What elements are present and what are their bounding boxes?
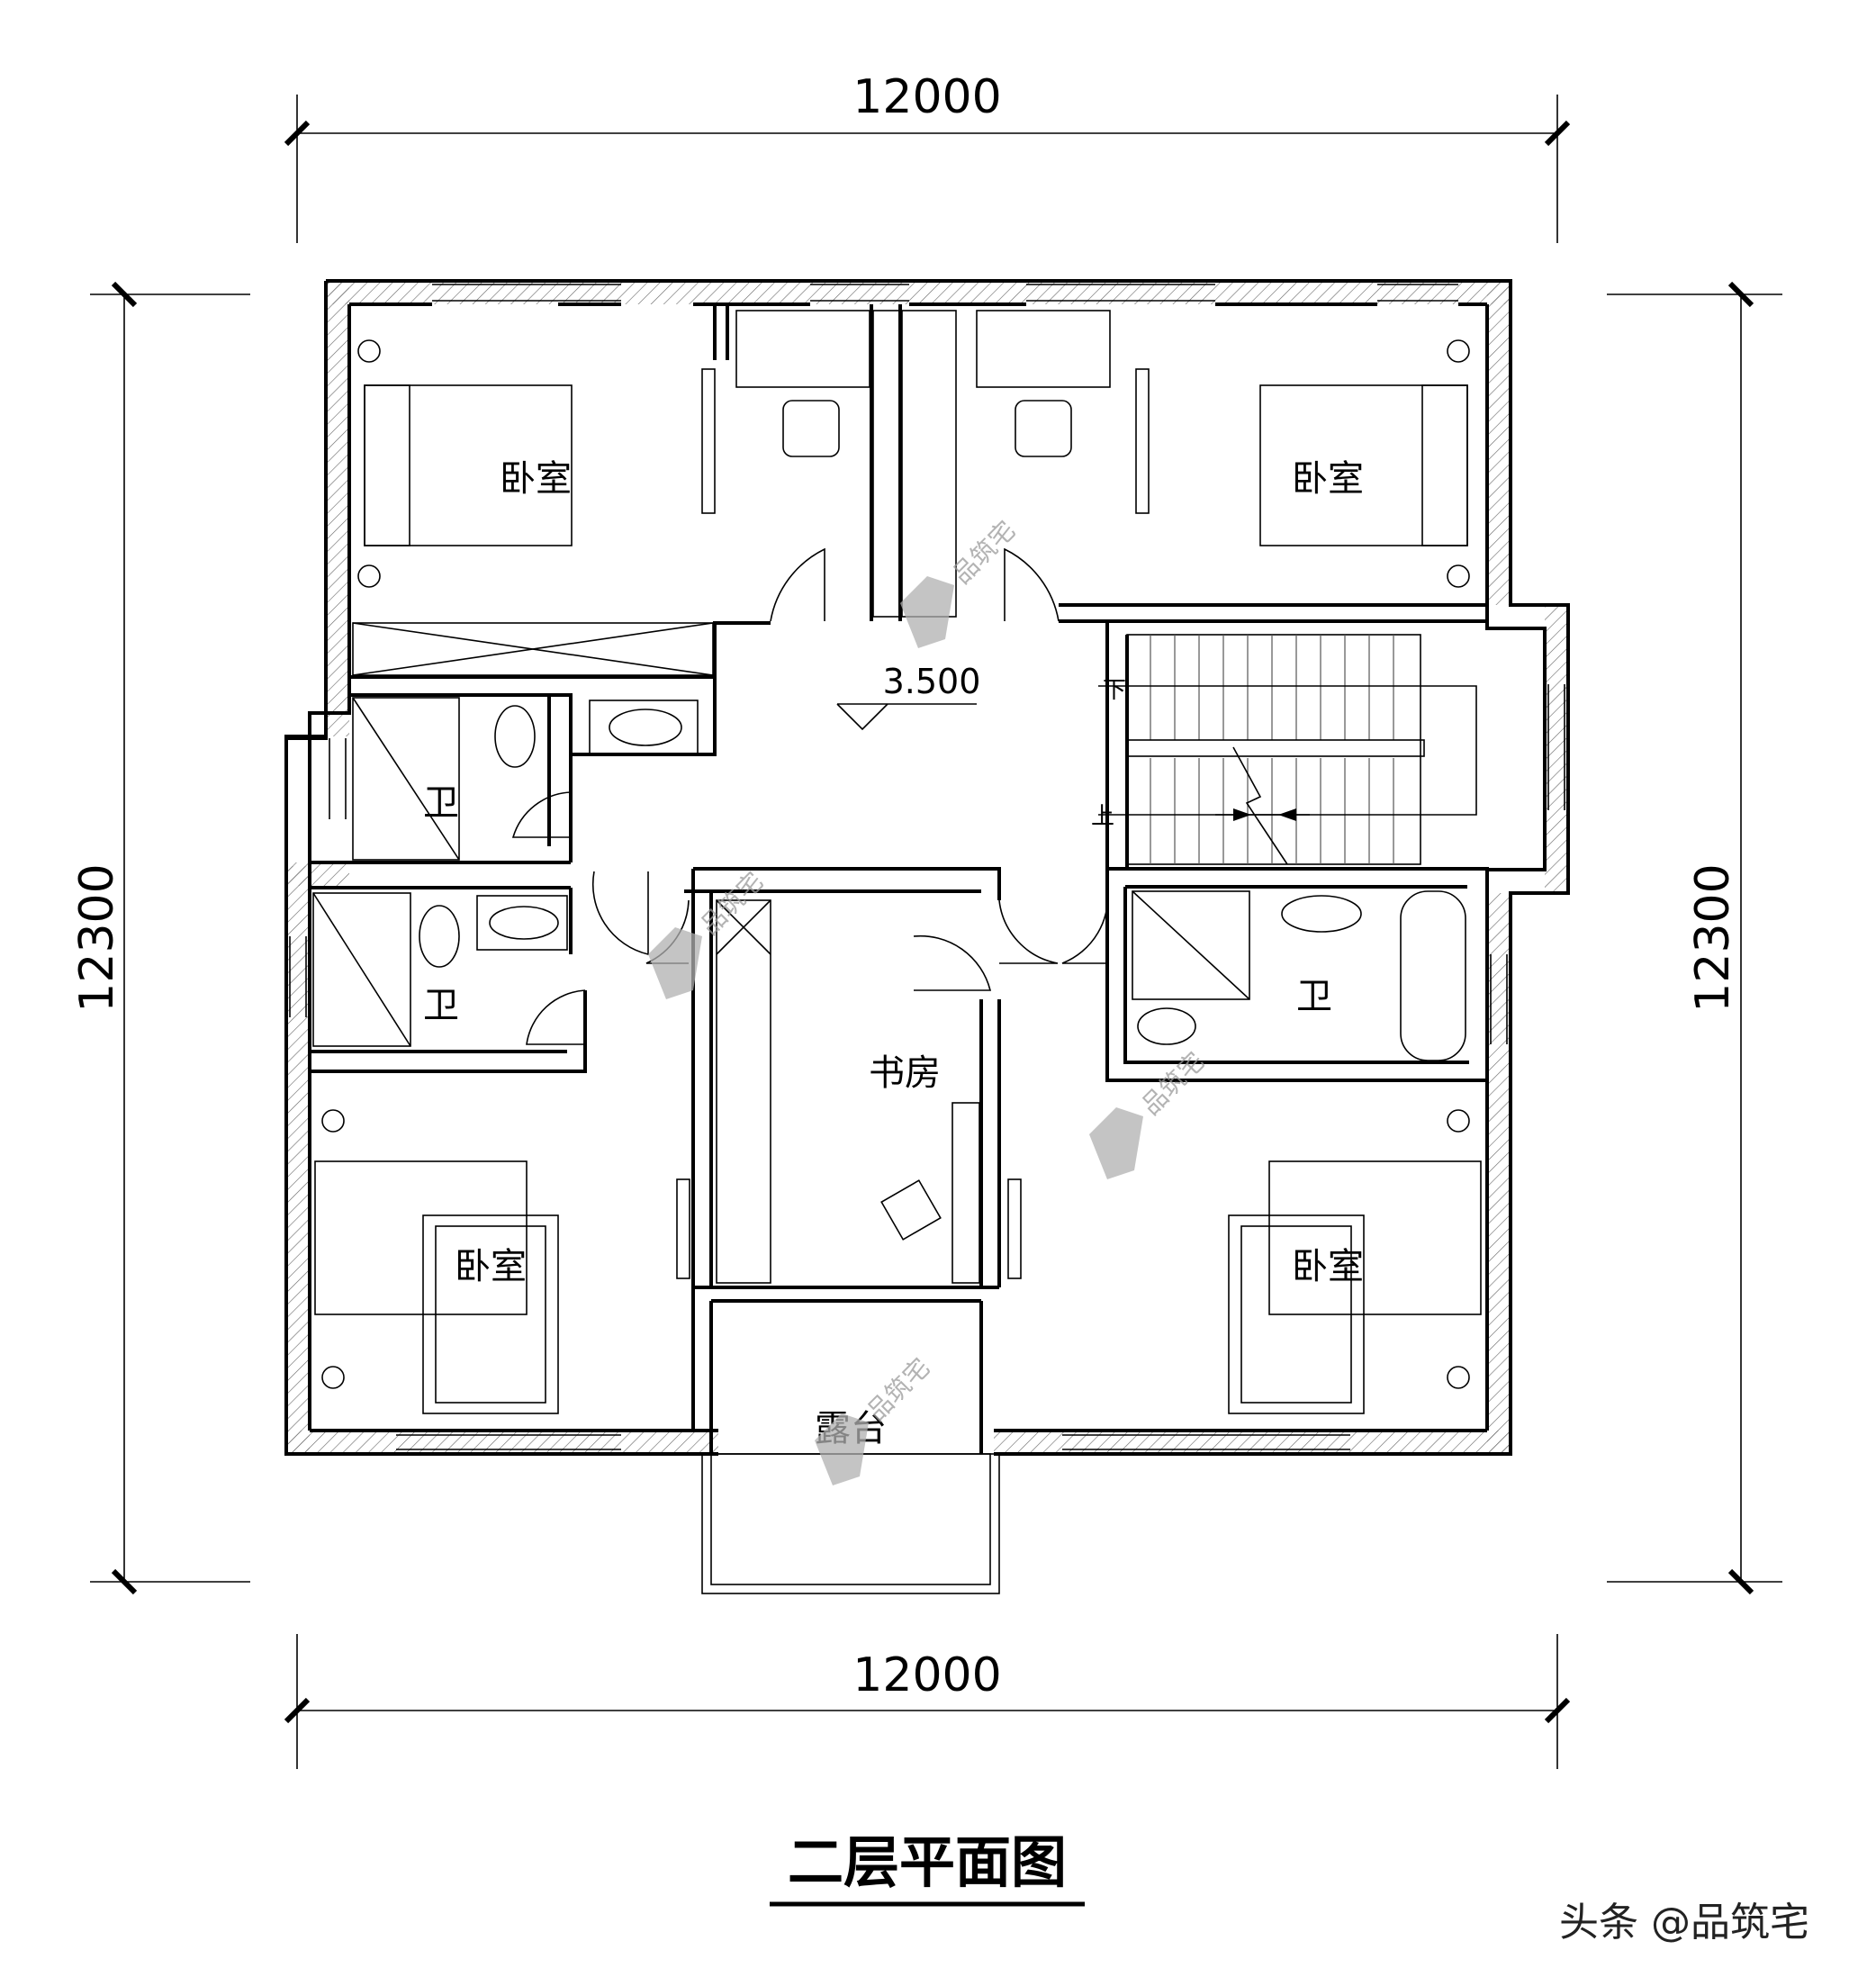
dimension-right: 12300 <box>1607 281 1782 1595</box>
dimension-top: 12000 <box>284 70 1571 243</box>
label-bath-w1: 卫 <box>423 782 459 824</box>
dimension-bottom: 12000 <box>284 1634 1571 1769</box>
stair-down-label: 下 <box>1103 677 1126 704</box>
dimension-top-label: 12000 <box>852 70 1001 124</box>
label-study: 书房 <box>869 1052 941 1094</box>
dimension-left-label: 12300 <box>70 863 124 1012</box>
drawing-title: 二层平面图 <box>788 1829 1067 1895</box>
watermark-logo-icon <box>648 927 702 999</box>
watermark-logo-icon <box>1089 1107 1143 1179</box>
label-bath-e: 卫 <box>1296 976 1332 1017</box>
label-bedroom-se: 卧室 <box>1292 1246 1364 1287</box>
watermark-logo-icon <box>815 1413 869 1485</box>
staircase: 下 上 <box>1091 634 1477 865</box>
credit-text: 头条 @品筑宅 <box>1559 1900 1809 1945</box>
watermark-text: 品筑宅 <box>1136 1046 1211 1121</box>
dimension-bottom-label: 12000 <box>852 1648 1001 1702</box>
dimension-left: 12300 <box>70 281 250 1595</box>
elevation-mark: 3.500 <box>836 662 981 731</box>
watermark-logo-icon <box>900 576 954 648</box>
watermark-text: 品筑宅 <box>695 866 770 941</box>
wall-outlines <box>284 279 1570 1456</box>
room-labels: 卧室 卧室 卧室 卧室 卫 卫 卫 书房 露台 <box>423 458 1364 1449</box>
elevation-label: 3.500 <box>883 662 981 701</box>
label-bedroom-sw: 卧室 <box>455 1246 527 1287</box>
door-swings <box>511 791 1109 1045</box>
watermark-text: 品筑宅 <box>861 1352 936 1427</box>
label-bedroom-ne: 卧室 <box>1292 458 1364 500</box>
label-bedroom-nw: 卧室 <box>500 458 572 500</box>
furniture <box>312 310 1482 1414</box>
label-bath-w2: 卫 <box>423 985 459 1026</box>
dimension-right-label: 12300 <box>1686 863 1740 1012</box>
stair-up-label: 上 <box>1091 803 1114 830</box>
